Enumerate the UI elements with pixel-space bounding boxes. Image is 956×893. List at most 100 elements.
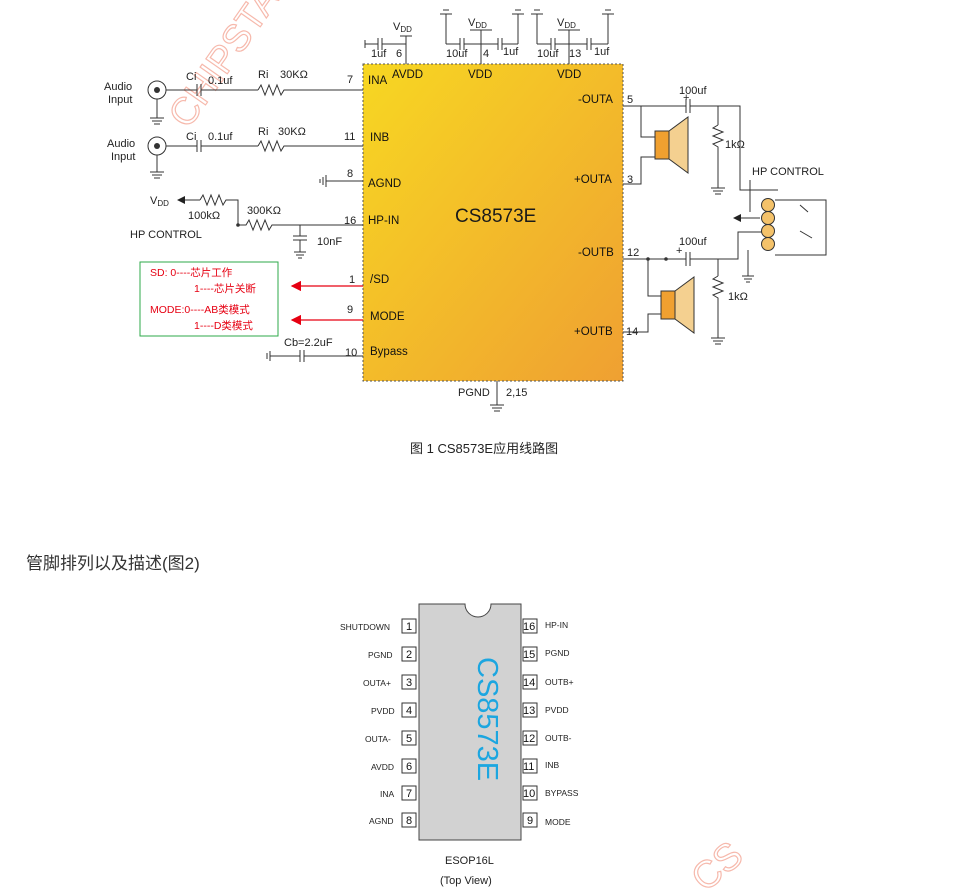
pin-num-8: 8 <box>347 168 353 180</box>
chip-name: CS8573E <box>455 206 536 227</box>
svg-text:100uf: 100uf <box>679 236 707 248</box>
audio-input-b: Audio Input Ci 0.1uf Ri 30KΩ <box>107 126 363 179</box>
svg-text:PVDD: PVDD <box>371 706 395 716</box>
pin-label-pos-outa: +OUTA <box>574 174 612 186</box>
svg-text:7: 7 <box>406 788 412 800</box>
svg-text:0.1uf: 0.1uf <box>208 75 233 87</box>
svg-text:100kΩ: 100kΩ <box>188 210 220 222</box>
svg-text:OUTB+: OUTB+ <box>545 677 574 687</box>
svg-text:2,15: 2,15 <box>506 387 527 399</box>
svg-text:14: 14 <box>523 677 535 689</box>
hp-in-network: VDD 100kΩ 300KΩ 10nF HP CONTROL <box>130 193 363 259</box>
svg-text:Audio: Audio <box>104 81 132 93</box>
svg-text:Cb=2.2uF: Cb=2.2uF <box>284 337 333 349</box>
cap-10uf-4: 10uf <box>446 48 468 60</box>
pin-label-inb: INB <box>370 132 390 144</box>
pinout-diagram: CS8573E 1 SHUTDOWN 2 PGND 3 OUTA+ 4 PVDD… <box>340 603 579 887</box>
svg-text:PGND: PGND <box>458 387 490 399</box>
pinout-right: 16 HP-IN 15 PGND 14 OUTB+ 13 PVDD 12 OUT… <box>522 618 579 828</box>
pin-label-vdd-13: VDD <box>557 69 581 81</box>
pin-label-bypass: Bypass <box>370 346 408 358</box>
package-view: (Top View) <box>440 875 492 887</box>
pin-num-1: 1 <box>349 274 355 286</box>
svg-text:OUTA+: OUTA+ <box>363 678 391 688</box>
left-pins: INA 7 INB 11 AGND 8 HP-IN 16 /SD 1 MODE … <box>344 74 408 359</box>
pin-num-4: 4 <box>483 48 489 60</box>
svg-text:1----芯片关断: 1----芯片关断 <box>194 282 256 295</box>
top-pins: AVDD VDD VDD 6 4 13 1uf 10uf 1uf 10uf 1u… <box>371 17 610 81</box>
package-name: ESOP16L <box>445 855 494 867</box>
pin-num-7: 7 <box>347 74 353 86</box>
pin-num-5: 5 <box>627 94 633 106</box>
svg-text:Ci: Ci <box>186 131 196 143</box>
svg-text:1: 1 <box>406 621 412 633</box>
svg-text:SHUTDOWN: SHUTDOWN <box>340 622 390 632</box>
svg-text:12: 12 <box>523 733 535 745</box>
svg-text:MODE:0----AB类模式: MODE:0----AB类模式 <box>150 303 250 316</box>
vdd-label-1: VDD <box>393 21 412 34</box>
watermark-text-2: CS <box>684 834 751 893</box>
svg-text:Audio: Audio <box>107 138 135 150</box>
pin-label-neg-outa: -OUTA <box>578 94 613 106</box>
figure1-caption: 图 1 CS8573E应用线路图 <box>410 441 558 456</box>
pin-num-13: 13 <box>569 48 581 60</box>
pin-num-16: 16 <box>344 215 356 227</box>
svg-text:BYPASS: BYPASS <box>545 788 579 798</box>
pin-label-agnd: AGND <box>368 178 401 190</box>
svg-text:INB: INB <box>545 760 560 770</box>
svg-text:HP CONTROL: HP CONTROL <box>752 166 824 178</box>
pgnd: PGND 2,15 <box>458 381 527 412</box>
top-wiring <box>364 9 614 64</box>
cap-1uf-4: 1uf <box>503 46 519 58</box>
vdd-label-3: VDD <box>557 17 576 30</box>
audio-input-a: Audio Input Ci 0.1uf Ri 30KΩ <box>104 69 363 125</box>
svg-text:3: 3 <box>406 677 412 689</box>
pin-num-6: 6 <box>396 48 402 60</box>
pin-label-neg-outb: -OUTB <box>578 247 614 259</box>
pin-label-mode: MODE <box>370 311 405 323</box>
svg-text:9: 9 <box>527 815 533 827</box>
svg-text:30KΩ: 30KΩ <box>280 69 308 81</box>
pinout-chip-name: CS8573E <box>471 657 503 781</box>
svg-text:100uf: 100uf <box>679 85 707 97</box>
svg-text:1kΩ: 1kΩ <box>728 291 748 303</box>
svg-text:AGND: AGND <box>369 816 394 826</box>
svg-text:6: 6 <box>406 761 412 773</box>
svg-text:2: 2 <box>406 649 412 661</box>
svg-text:4: 4 <box>406 705 412 717</box>
svg-text:15: 15 <box>523 649 535 661</box>
pin-num-3: 3 <box>627 174 633 186</box>
pin-label-avdd: AVDD <box>392 69 423 81</box>
output-b-network: 100uf 1kΩ + <box>623 231 762 345</box>
pin-num-9: 9 <box>347 304 353 316</box>
svg-text:300KΩ: 300KΩ <box>247 205 281 217</box>
svg-text:OUTA-: OUTA- <box>365 734 391 744</box>
pin-label-ina: INA <box>368 75 388 87</box>
vdd-label-2: VDD <box>468 17 487 30</box>
svg-text:Input: Input <box>108 94 132 106</box>
svg-text:10: 10 <box>523 788 535 800</box>
svg-text:Ri: Ri <box>258 69 268 81</box>
pin-num-10: 10 <box>345 347 357 359</box>
output-a-network: 100uf 1kΩ + <box>623 85 745 195</box>
section-heading: 管脚排列以及描述(图2) <box>26 554 200 573</box>
vdd-label-hp: VDD <box>150 195 169 208</box>
svg-text:MODE: MODE <box>545 817 571 827</box>
svg-text:Ci: Ci <box>186 71 196 83</box>
svg-text:SD: 0----芯片工作: SD: 0----芯片工作 <box>150 266 233 279</box>
svg-text:8: 8 <box>406 815 412 827</box>
pin-label-vdd-4: VDD <box>468 69 492 81</box>
svg-text:30KΩ: 30KΩ <box>278 126 306 138</box>
cap-10uf-13: 10uf <box>537 48 559 60</box>
svg-text:5: 5 <box>406 733 412 745</box>
svg-text:OUTB-: OUTB- <box>545 733 572 743</box>
svg-text:+: + <box>683 92 689 104</box>
svg-text:13: 13 <box>523 705 535 717</box>
svg-text:AVDD: AVDD <box>371 762 394 772</box>
bypass-cap: Cb=2.2uF <box>266 337 363 362</box>
svg-text:10nF: 10nF <box>317 236 342 248</box>
pin-label-sd: /SD <box>370 274 389 286</box>
pinout-left: 1 SHUTDOWN 2 PGND 3 OUTA+ 4 PVDD 5 OUTA-… <box>340 618 417 828</box>
headphone-jack: HP CONTROL <box>733 166 827 283</box>
svg-text:11: 11 <box>523 761 534 773</box>
